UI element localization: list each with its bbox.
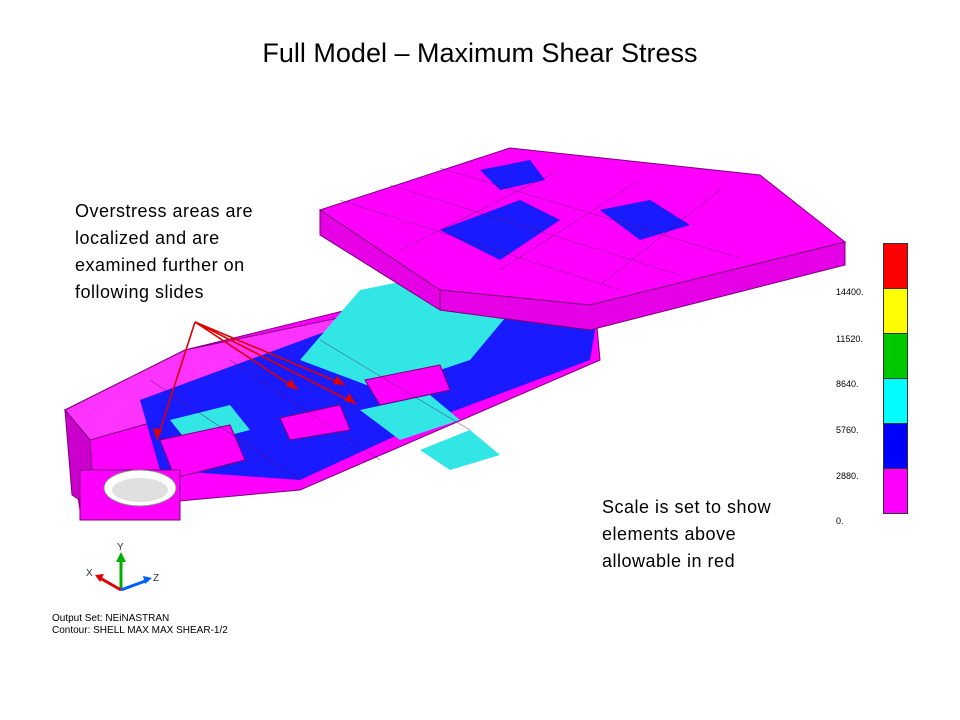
scale-note: Scale is set to show elements above allo… [602, 494, 771, 575]
note-line: examined further on [75, 255, 245, 275]
boss-hole-inner [112, 478, 168, 502]
color-scale-legend [883, 243, 908, 514]
legend-tick: 14400. [836, 287, 864, 297]
legend-band-red [883, 243, 908, 289]
front-box-2 [279, 404, 351, 441]
legend-tick: 5760. [836, 425, 859, 435]
output-set-label: Output Set: NEiNASTRAN [52, 613, 170, 624]
platform-stress-blue-3 [480, 160, 545, 190]
note-line: following slides [75, 282, 205, 302]
platform-stress-blue [440, 200, 560, 260]
mesh-lines [149, 167, 741, 481]
contour-label: Contour: SHELL MAX MAX SHEAR-1/2 [52, 625, 228, 636]
legend-band-blue [883, 423, 908, 469]
platform-wall-front [439, 241, 846, 331]
axis-y-label: Y [117, 542, 124, 553]
legend-tick: 2880. [836, 471, 859, 481]
platform-stress-blue-2 [600, 200, 690, 240]
axis-triad [95, 552, 152, 592]
callout-arrows [156, 321, 357, 441]
legend-tick: 11520. [836, 334, 863, 344]
legend-tick: 0. [836, 516, 844, 526]
note-line: allowable in red [602, 551, 736, 571]
legend-band-magenta [883, 468, 908, 514]
legend-band-cyan [883, 378, 908, 424]
legend-tick: 8640. [836, 379, 859, 389]
note-line: Scale is set to show [602, 497, 772, 517]
stress-region-cyan-3 [360, 395, 460, 440]
overstress-note: Overstress areas are localized and are e… [75, 198, 253, 306]
note-line: elements above [602, 524, 737, 544]
stress-region-cyan-4 [420, 430, 500, 470]
axis-z-label: Z [153, 573, 160, 584]
arrow-heads [153, 376, 356, 440]
axis-x-label: X [86, 568, 93, 579]
note-line: localized and are [75, 228, 220, 248]
legend-band-yellow [883, 288, 908, 334]
front-box-1 [159, 424, 246, 479]
note-line: Overstress areas are [75, 201, 254, 221]
legend-band-green [883, 333, 908, 379]
slide-title: Full Model – Maximum Shear Stress [262, 38, 698, 68]
front-box-3 [364, 364, 451, 406]
